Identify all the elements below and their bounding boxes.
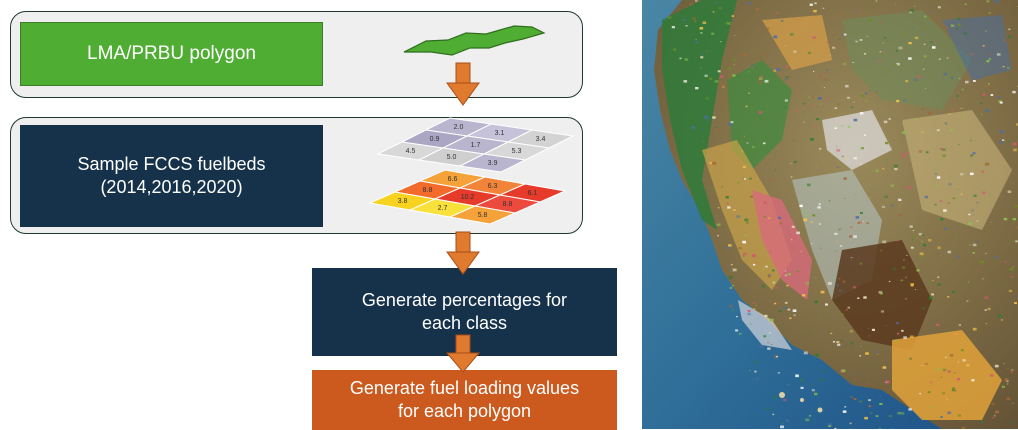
fuelbed-grid-top: 2.0 3.1 3.4 0.9 1.7 5.3 4.5 5.0 3.9 <box>378 118 573 172</box>
grid-top-value-label: 3.1 <box>495 130 505 137</box>
diagram-graphics: 2.0 3.1 3.4 0.9 1.7 5.3 4.5 5.0 3.9 6.6 6.3 6.1 8.8… <box>0 0 640 429</box>
grid-top-value-label: 0.9 <box>430 136 440 143</box>
grid-bottom-value-label: 6.3 <box>488 183 498 190</box>
grid-bottom-value-label: 8.8 <box>503 201 513 208</box>
arrow-down-icon <box>447 63 479 105</box>
grid-bottom-value-label: 8.8 <box>423 187 433 194</box>
fuelbed-grid-bottom: 6.6 6.3 6.1 8.8 10.2 8.8 3.8 2.7 5.8 <box>370 170 565 224</box>
grid-bottom-value-label: 5.8 <box>478 212 488 219</box>
grid-bottom-value-label: 10.2 <box>461 194 475 201</box>
western-us-map-icon <box>642 0 1018 429</box>
polygon-icon <box>404 26 544 55</box>
arrow-down-icon <box>447 335 479 372</box>
grid-top-value-label: 5.0 <box>447 154 457 161</box>
grid-top-value-label: 3.9 <box>488 160 498 167</box>
fuelbed-map <box>642 0 1018 429</box>
grid-top-value-label: 5.3 <box>512 148 522 155</box>
grid-top-value-label: 3.4 <box>536 136 546 143</box>
grid-bottom-value-label: 2.7 <box>438 205 448 212</box>
arrow-down-icon <box>447 232 479 274</box>
grid-top-value-label: 4.5 <box>406 148 416 155</box>
grid-bottom-value-label: 3.8 <box>398 198 408 205</box>
grid-top-value-label: 1.7 <box>471 142 481 149</box>
grid-bottom-value-label: 6.1 <box>528 190 538 197</box>
grid-bottom-value-label: 6.6 <box>448 176 458 183</box>
grid-top-value-label: 2.0 <box>454 124 464 131</box>
